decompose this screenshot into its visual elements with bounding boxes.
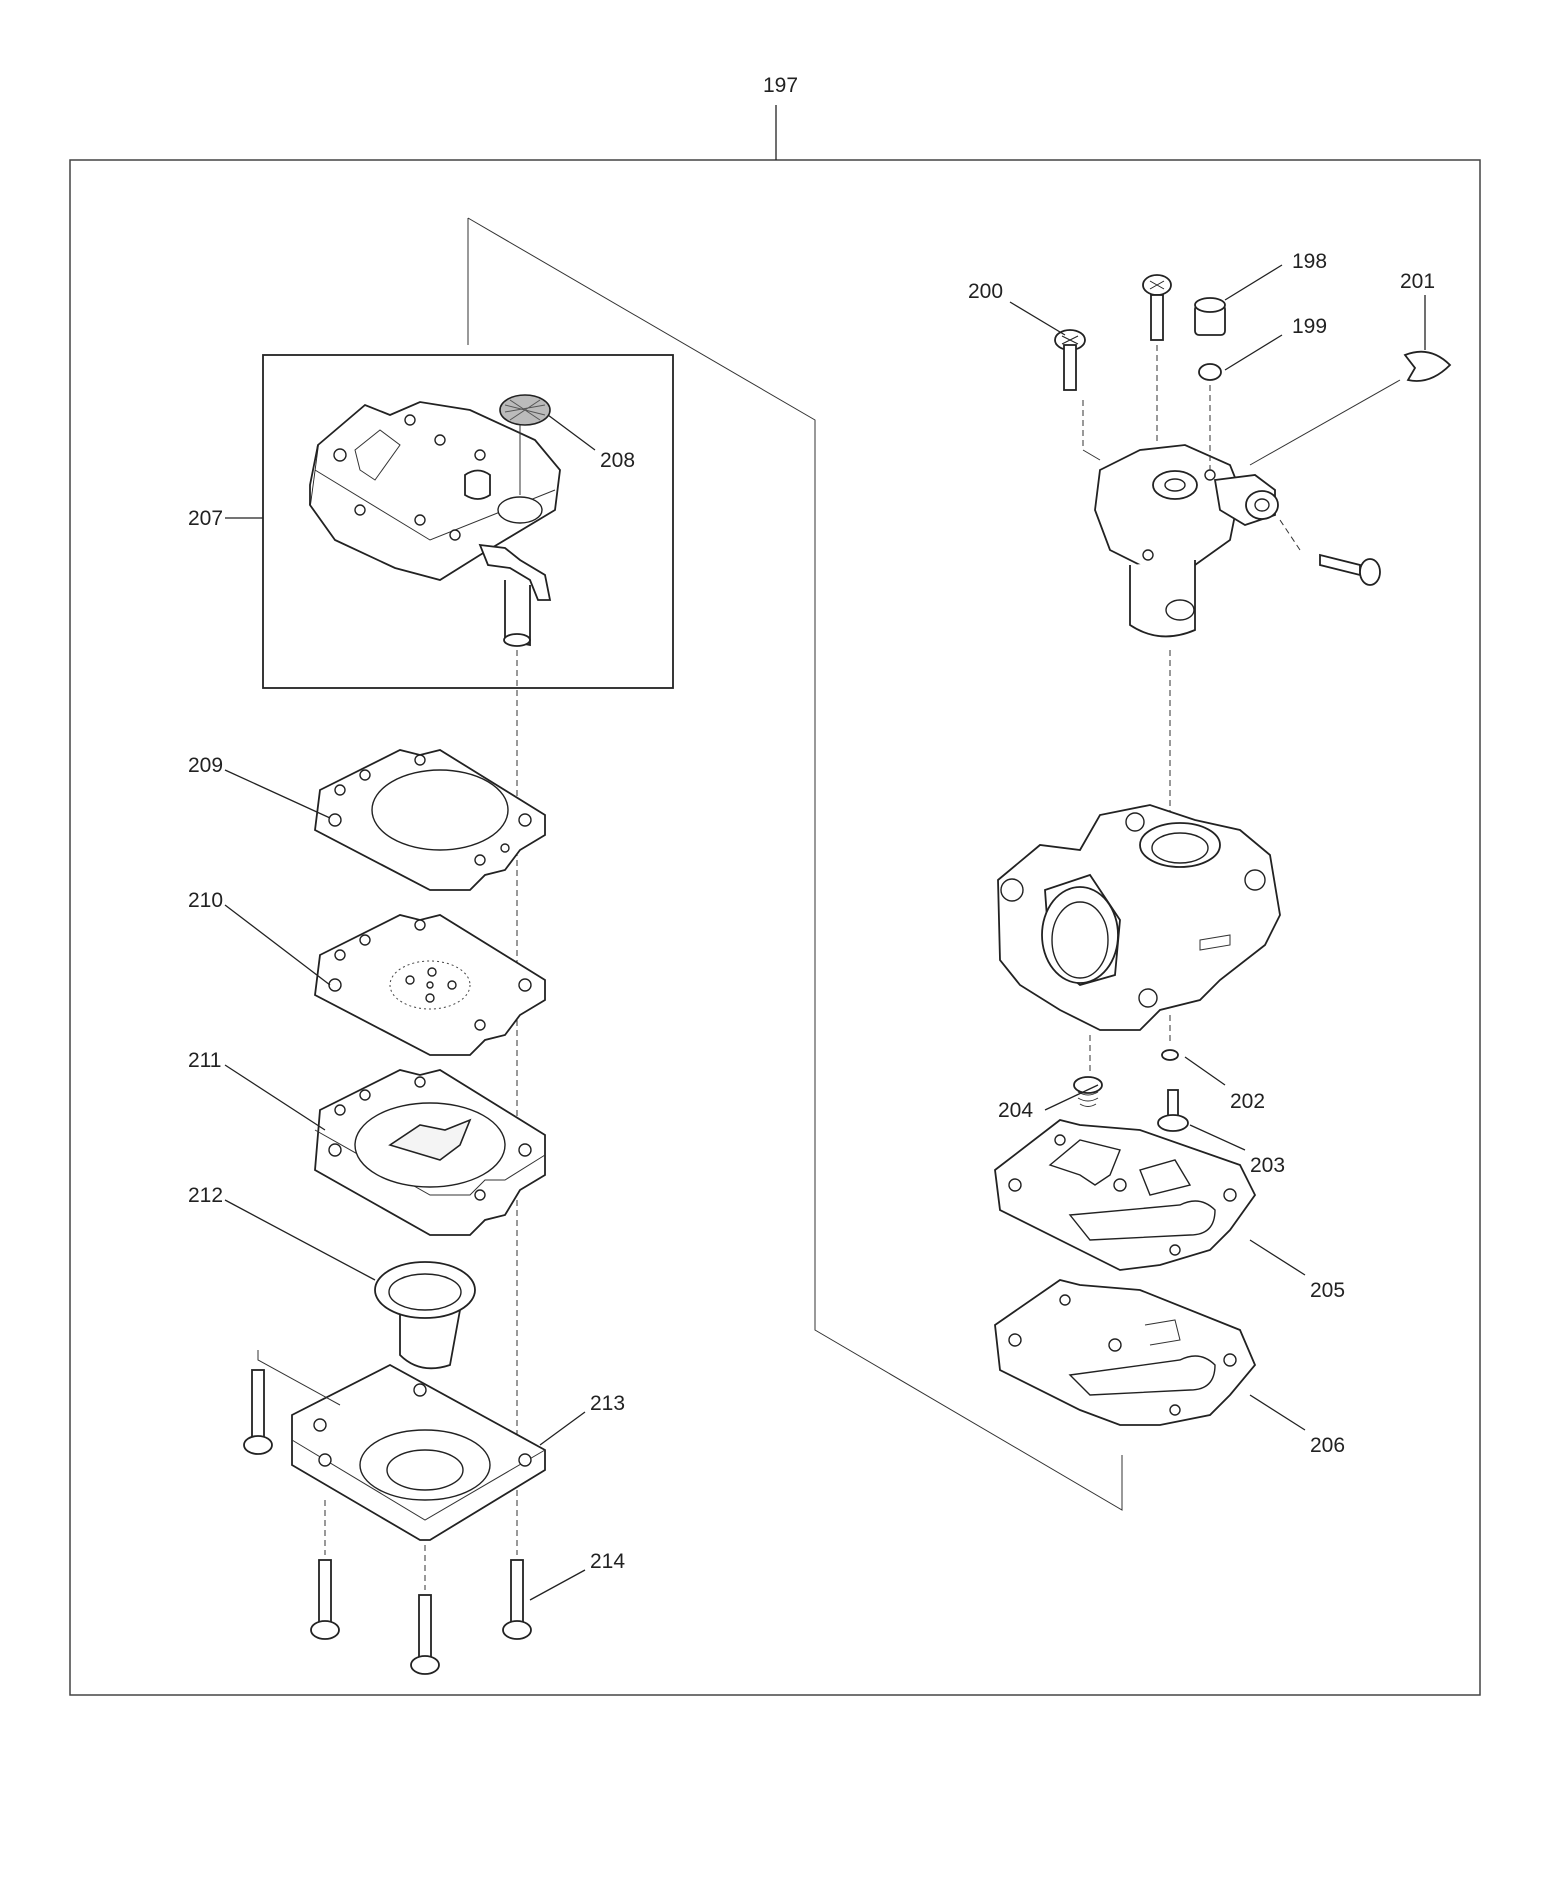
e-clip-201 (1403, 350, 1452, 382)
gasket-205 (994, 1119, 1257, 1271)
label-203: 203 (1250, 1154, 1285, 1177)
label-206: 206 (1310, 1434, 1345, 1457)
carburetor-body (997, 804, 1281, 1031)
cover-213 (291, 1363, 546, 1541)
label-204: 204 (998, 1099, 1033, 1122)
diaphragm-210 (314, 914, 546, 1056)
screw-200 (1054, 329, 1086, 391)
filter-screen-208 (499, 394, 551, 426)
spring-204 (1073, 1076, 1103, 1107)
o-ring-202 (1161, 1049, 1179, 1061)
label-201: 201 (1400, 270, 1435, 293)
label-207: 207 (188, 507, 223, 530)
pump-body-207 (309, 401, 561, 647)
label-197: 197 (763, 74, 798, 97)
label-214: 214 (590, 1550, 625, 1573)
screw-center-bottom (410, 1594, 440, 1675)
assembly-frame (69, 159, 1481, 1696)
label-212: 212 (188, 1184, 223, 1207)
leader-lines (224, 264, 1426, 1601)
throttle-valve-assembly (1094, 444, 1279, 638)
side-screw (1319, 553, 1381, 586)
label-202: 202 (1230, 1090, 1265, 1113)
primer-bulb-212 (374, 1261, 476, 1370)
diaphragm-206 (994, 1279, 1257, 1426)
label-198: 198 (1292, 250, 1327, 273)
screw-right-bottom (502, 1559, 532, 1640)
cap-198 (1194, 297, 1226, 336)
screw-left-bottom (310, 1559, 340, 1640)
screw-left-top (243, 1369, 273, 1455)
label-199: 199 (1292, 315, 1327, 338)
screw-214 (243, 1369, 532, 1675)
metering-body-211 (314, 1069, 546, 1236)
label-205: 205 (1310, 1279, 1345, 1302)
gasket-209 (314, 749, 546, 891)
label-208: 208 (600, 449, 635, 472)
inset-box-207 (262, 354, 674, 689)
washer-199 (1198, 363, 1222, 381)
label-200: 200 (968, 280, 1003, 303)
top-screw (1142, 274, 1172, 341)
label-211: 211 (188, 1049, 221, 1072)
subassembly-bracket (467, 217, 1123, 1511)
needle-203 (1157, 1089, 1189, 1132)
label-213: 213 (590, 1392, 625, 1415)
label-209: 209 (188, 754, 223, 777)
label-210: 210 (188, 889, 223, 912)
